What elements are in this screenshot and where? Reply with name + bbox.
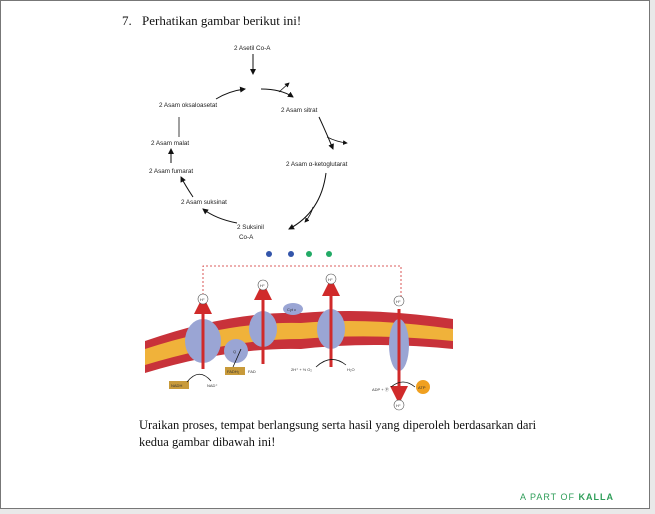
label-fumarat: 2 Asam fumarat [149, 168, 193, 175]
h-circle-1 [197, 293, 209, 305]
fadh-label: FADH₂ [227, 369, 240, 374]
arrow-to-asetil [215, 86, 246, 100]
brand-footer: A PART OF KALLA [520, 492, 614, 502]
label-suksinil-2: Co-A [239, 234, 254, 241]
brand-name: KALLA [578, 492, 615, 502]
nad-label: NAD⁺ [207, 383, 218, 388]
h-circle-2 [257, 279, 269, 291]
brand-prefix: A PART OF [520, 492, 576, 502]
label-malat: 2 Asam malat [151, 140, 189, 147]
arrow-branch-suksinil [304, 206, 314, 223]
h-circle-3 [325, 273, 337, 285]
h-label-1: H⁺ [200, 297, 205, 302]
complex-2 [224, 339, 248, 363]
h-circle-5 [393, 399, 405, 411]
h-label-4: H⁺ [396, 299, 401, 304]
cytc-protein [283, 303, 303, 315]
atp-label: ATP [418, 385, 426, 390]
adp-label: ADP + Ⓟ [372, 386, 389, 392]
nadh-box [169, 381, 189, 389]
atp-burst [416, 380, 430, 394]
label-oksaloasetat: 2 Asam oksaloasetat [159, 102, 217, 109]
arrow-to-fumarat [180, 176, 194, 198]
label-sitrat: 2 Asam sitrat [281, 107, 318, 114]
h-label-5: H⁺ [396, 403, 401, 408]
dot-3 [306, 251, 312, 257]
dot-2 [288, 251, 294, 257]
fadh-reaction-arrow [232, 348, 242, 368]
question-body: Uraikan proses, tempat berlangsung serta… [139, 418, 537, 449]
arrow-branch-sitrat [278, 82, 290, 93]
h2o-label: H₂O [347, 367, 355, 372]
q-label: Q [233, 349, 236, 354]
label-asetil-coa: 2 Asetil Co-A [234, 45, 271, 52]
arrow-to-suksinil [288, 172, 327, 230]
fad-label: FAD [248, 369, 256, 374]
question-title: Perhatikan gambar berikut ini! [142, 13, 302, 28]
h-label-2: H⁺ [260, 283, 265, 288]
arrow-to-sitrat [260, 88, 294, 98]
h-circle-4 [393, 295, 405, 307]
h-label-3: H⁺ [328, 277, 333, 282]
arrow-branch-ketoglutarat [326, 136, 348, 145]
fadh-box [225, 367, 245, 375]
arrow-to-ketoglutarat [318, 116, 334, 150]
krebs-cycle-diagram: 2 Asetil Co-A 2 Asam sitrat 2 Asam α-ket… [149, 45, 348, 241]
dot-4 [326, 251, 332, 257]
atp-reaction-arrow [390, 381, 416, 388]
cytc-label: Cyt c [287, 307, 296, 312]
dot-1 [266, 251, 272, 257]
question-number: 7. [122, 13, 132, 28]
arrow-to-suksinat [202, 208, 238, 224]
proton-connector [202, 265, 402, 299]
o2-label: 2H⁺ + ½ O₂ [291, 367, 312, 372]
nadh-reaction-arrow [186, 373, 212, 383]
label-ketoglutarat: 2 Asam α-ketoglutarat [286, 161, 348, 168]
water-reaction-arrow [315, 359, 347, 368]
electron-transport-diagram: H⁺ H⁺ H⁺ H⁺ H⁺ Q Cyt c NADH NAD⁺ FADH₂ F… [145, 251, 453, 411]
label-suksinil-1: 2 Suksinil [237, 224, 264, 231]
label-suksinat: 2 Asam suksinat [181, 199, 227, 206]
membrane-inner [145, 321, 453, 365]
nadh-label: NADH [171, 383, 182, 388]
